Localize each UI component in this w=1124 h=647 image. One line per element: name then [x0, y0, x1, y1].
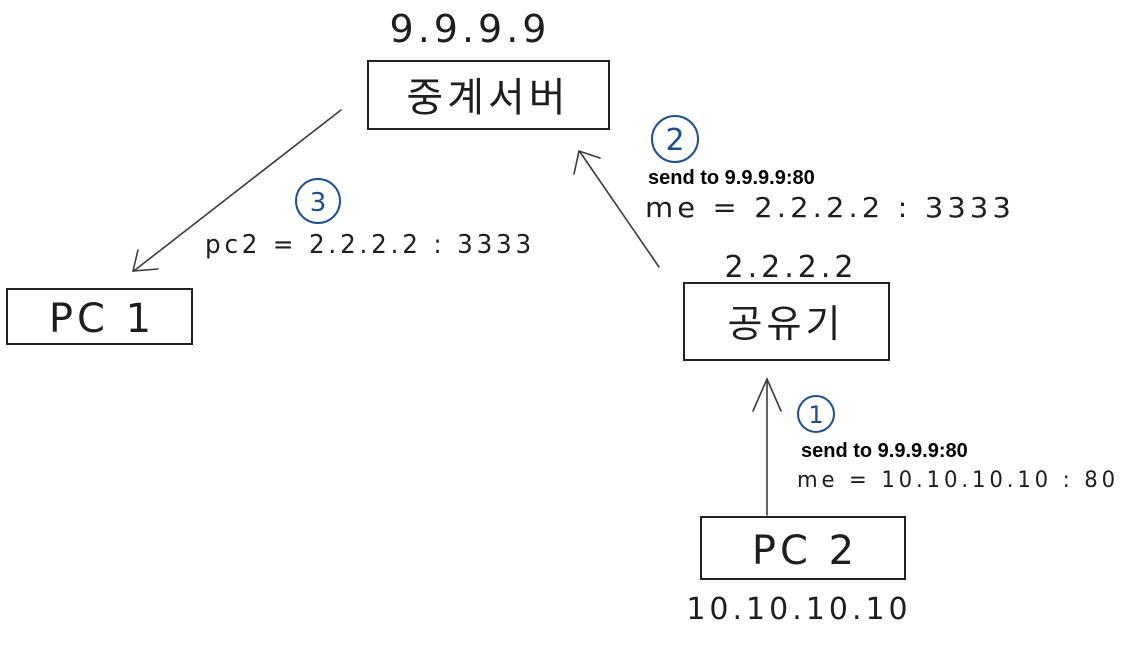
router-ip: 2.2.2.2 — [725, 250, 858, 285]
relay-server-ip: 9.9.9.9 — [390, 7, 551, 51]
step-2-annotation: 2 send to 9.9.9.9:80 me = 2.2.2.2 : 3333 — [645, 115, 1015, 224]
pc1-box — [6, 288, 193, 345]
relay-server-label: 중계서버 — [406, 75, 569, 121]
router-box — [683, 282, 890, 361]
step-1-annotation: 1 send to 9.9.9.9:80 me = 10.10.10.10 : … — [797, 395, 1119, 493]
arrow-relay-to-pc1 — [131, 109, 342, 272]
step-2-send-text: send to 9.9.9.9:80 — [648, 167, 815, 189]
pc2-label: PC 2 — [752, 528, 858, 574]
step-1-me-text: me = 10.10.10.10 : 80 — [797, 468, 1119, 493]
step-3-annotation: 3 pc2 = 2.2.2.2 : 3333 — [205, 178, 535, 260]
step-2-badge — [651, 115, 699, 163]
step-3-pc2-text: pc2 = 2.2.2.2 : 3333 — [205, 230, 535, 260]
arrow-pc2-to-router — [752, 377, 782, 516]
router-label: 공유기 — [728, 302, 845, 346]
relay-server-box — [367, 60, 610, 130]
pc1-label: PC 1 — [49, 296, 155, 342]
step-2-me-text: me = 2.2.2.2 : 3333 — [645, 191, 1015, 224]
step-1-send-text: send to 9.9.9.9:80 — [801, 440, 968, 462]
step-1-badge — [797, 395, 835, 433]
pc2-ip: 10.10.10.10 — [686, 592, 911, 627]
step-3-number: 3 — [310, 188, 327, 218]
arrow-router-to-relay — [573, 149, 660, 268]
step-1-number: 1 — [808, 401, 823, 429]
step-2-number: 2 — [665, 123, 684, 158]
pc2-box — [700, 516, 906, 580]
step-3-badge — [295, 178, 341, 224]
